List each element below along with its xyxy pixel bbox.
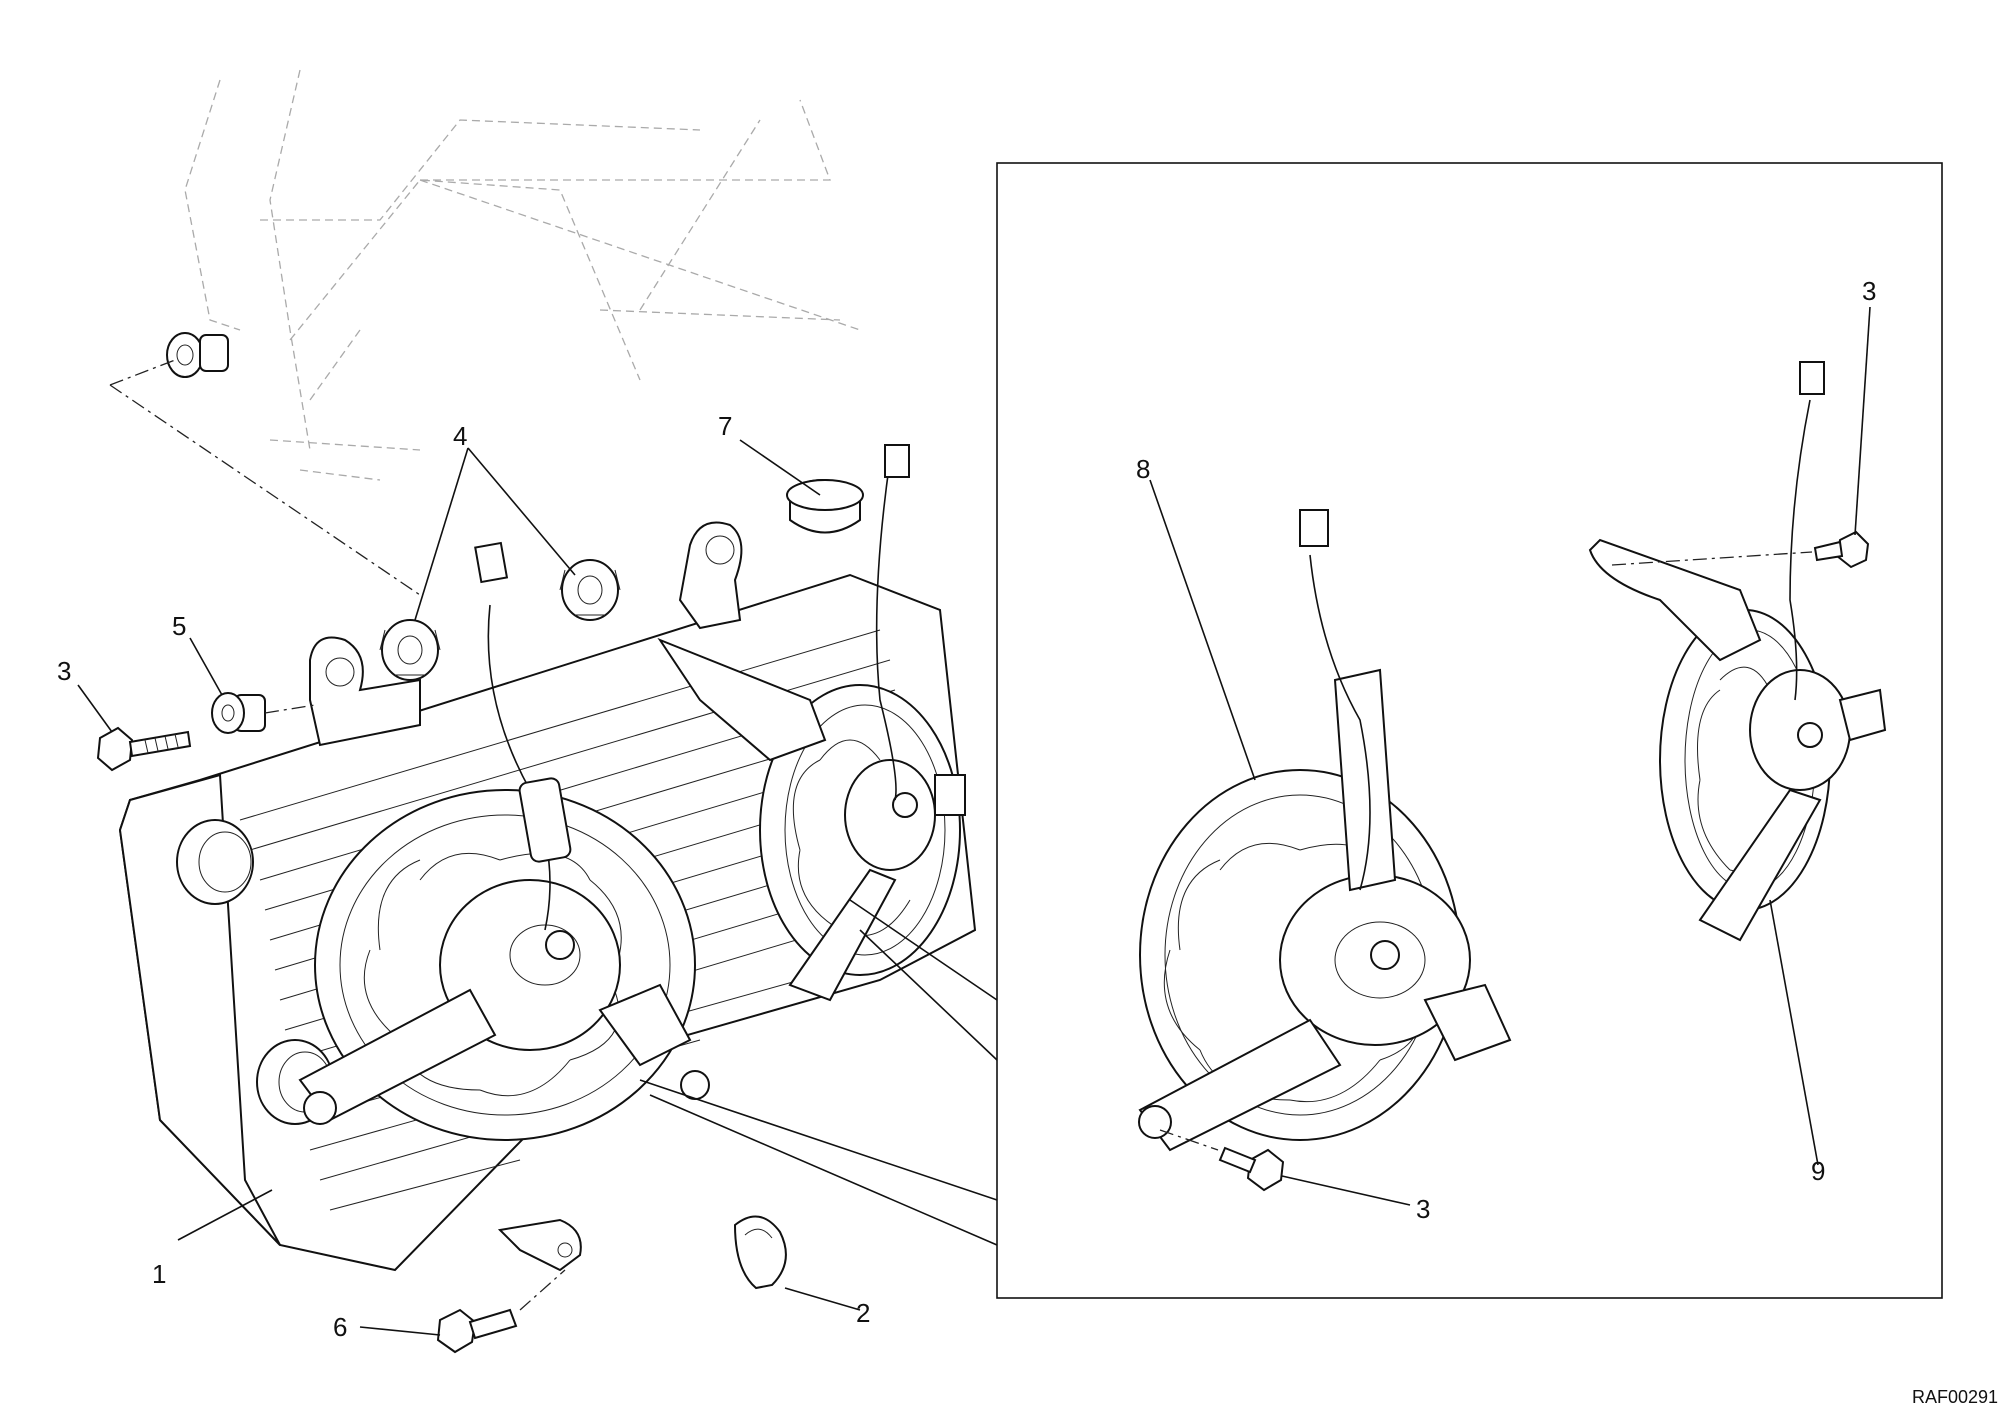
callout-3-detail-top: 3 xyxy=(1862,276,1876,306)
cooling-fan-rear-icon xyxy=(657,444,966,1002)
hose-clip-icon xyxy=(733,1215,787,1290)
bolt-detail-top-icon xyxy=(1611,530,1870,569)
shoulder-bolt-icon xyxy=(436,1269,566,1354)
detail-leader-lines xyxy=(639,899,998,1246)
callout-5: 5 xyxy=(172,611,186,641)
bolt-icon xyxy=(96,726,192,772)
spacer-icon xyxy=(211,692,316,734)
callout-3-detail-bottom: 3 xyxy=(1416,1194,1430,1224)
detail-inset-frame xyxy=(996,162,1943,1299)
callout-6: 6 xyxy=(333,1312,347,1342)
callout-7: 7 xyxy=(718,411,732,441)
cooling-fan-front-icon xyxy=(298,541,710,1141)
callout-9: 9 xyxy=(1811,1156,1825,1186)
callout-leader-lines xyxy=(77,306,1871,1336)
fan-assembly-8-icon xyxy=(1138,509,1512,1152)
callout-3-left: 3 xyxy=(57,656,71,686)
bolt-detail-icon xyxy=(1159,1129,1285,1192)
callout-1: 1 xyxy=(152,1259,166,1289)
frame-mount-bolt xyxy=(109,332,421,596)
callout-2: 2 xyxy=(856,1298,870,1328)
drawing-code: RAF00291 xyxy=(1912,1387,1998,1407)
fan-assembly-9-icon xyxy=(1588,361,1887,942)
motorcycle-frame-icon xyxy=(184,69,861,481)
callout-8: 8 xyxy=(1136,454,1150,484)
rubber-grommet-icon xyxy=(379,559,621,681)
callout-4: 4 xyxy=(453,421,467,451)
